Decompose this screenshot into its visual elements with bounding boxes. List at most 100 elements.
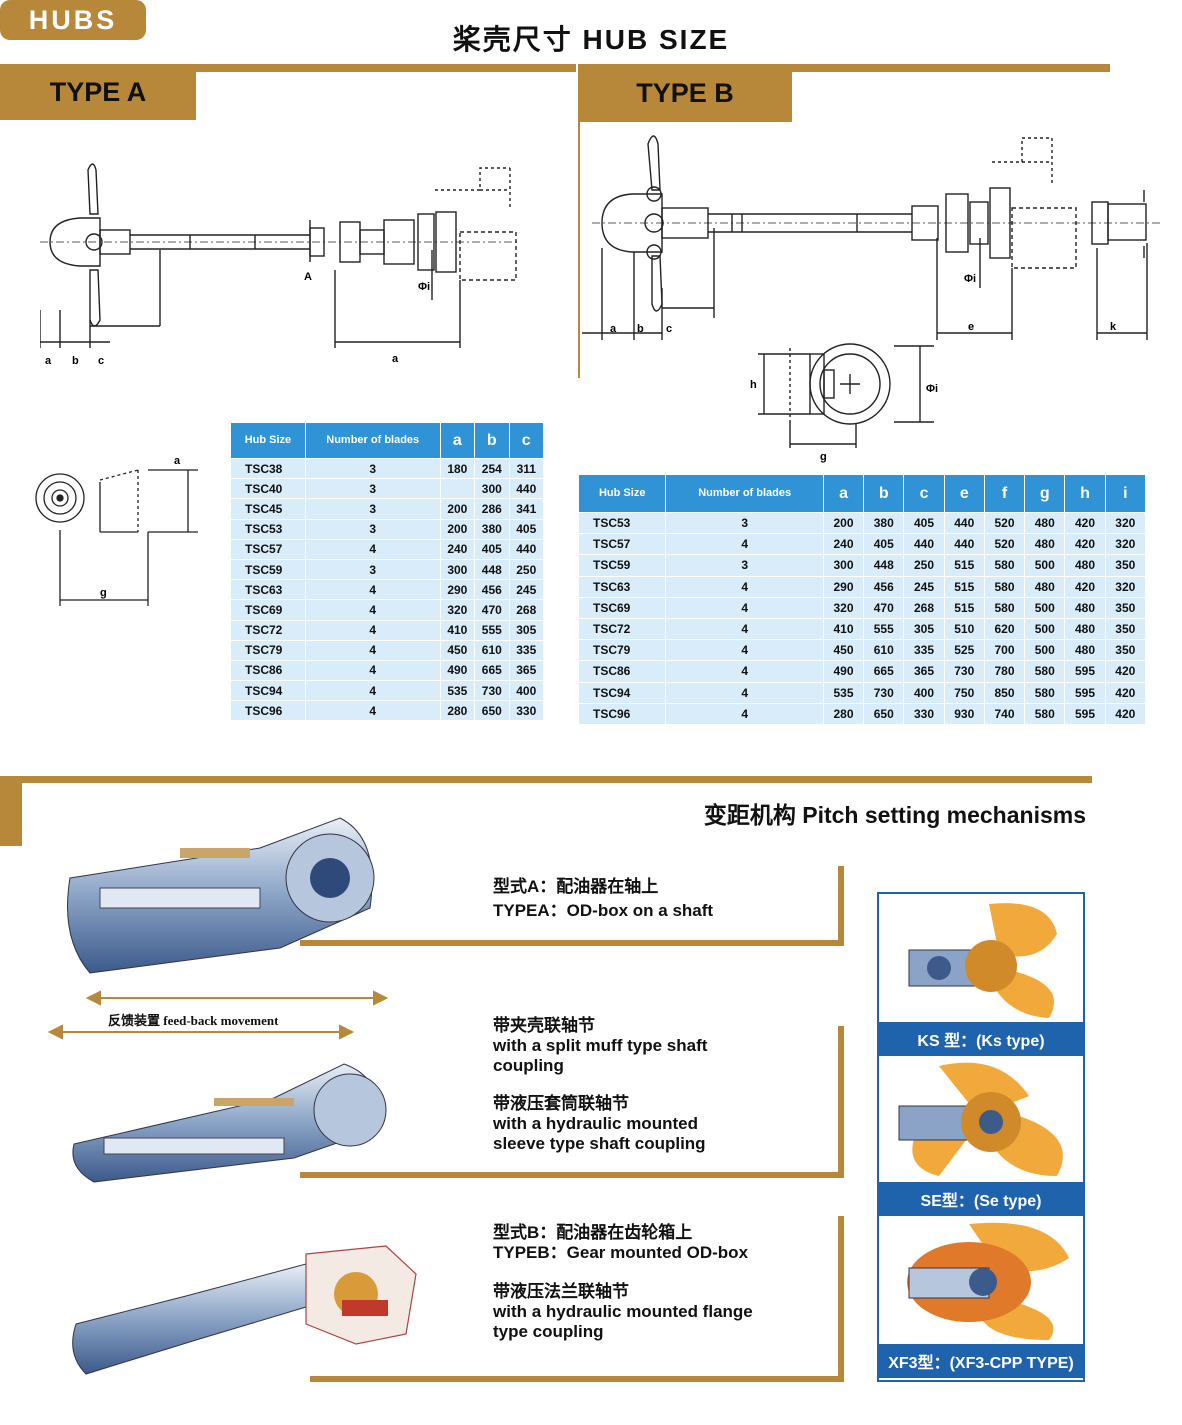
table-cell: 730 <box>943 660 985 683</box>
table-cell: 420 <box>1104 660 1147 683</box>
table-cell: TSC69 <box>577 596 667 619</box>
table-cell: 4 <box>665 575 824 598</box>
type-a-dim-phi: Φi <box>418 281 430 293</box>
type_a-header-0: Hub Size <box>230 422 306 459</box>
feedback-label: 反馈装置 feed-back movement <box>108 1013 279 1028</box>
table-cell: 290 <box>439 579 476 601</box>
type_a-header-1: Number of blades <box>304 422 441 459</box>
table-cell: 420 <box>1064 575 1106 598</box>
table-cell: 440 <box>508 538 545 560</box>
table-cell: TSC86 <box>577 660 667 683</box>
table-cell: 405 <box>508 518 545 540</box>
table-cell: 350 <box>1104 639 1147 662</box>
type_b-header-5: e <box>943 474 985 513</box>
table-cell: 335 <box>903 639 945 662</box>
type_b-header-0: Hub Size <box>577 474 667 513</box>
se-hub-label-text: SE型：(Se type) <box>920 1193 1042 1210</box>
type-b-section-dim-h: h <box>750 379 757 391</box>
table-cell: 595 <box>1064 660 1106 683</box>
table-cell: 410 <box>439 619 476 641</box>
table-cell: TSC63 <box>230 579 306 601</box>
table-cell: TSC45 <box>230 498 306 520</box>
ks-hub-label-text: KS 型：(Ks type) <box>917 1033 1045 1050</box>
table-cell: 500 <box>1024 639 1066 662</box>
table-cell: 515 <box>943 575 985 598</box>
pitch-rule <box>0 776 1092 783</box>
table-cell: 610 <box>863 639 905 662</box>
table-cell: 245 <box>903 575 945 598</box>
type-b-dim-c: c <box>666 323 672 335</box>
table-cell: TSC86 <box>230 659 306 682</box>
table-cell: TSC57 <box>577 533 667 556</box>
hubs-badge: HUBS <box>0 0 146 40</box>
type-a-shaft-diagram: a b c a A Φi <box>40 163 520 367</box>
table-cell: 470 <box>474 599 510 621</box>
table-cell: 200 <box>822 511 865 535</box>
coupling-3-cn: 带液压法兰联轴节 <box>493 1282 629 1301</box>
table-cell: 515 <box>943 596 985 619</box>
table-cell: 245 <box>508 579 545 601</box>
type_a-header-4: c <box>508 422 545 459</box>
xf3-hub-label: XF3型：(XF3-CPP TYPE) <box>879 1344 1083 1378</box>
table-cell: 405 <box>903 511 945 535</box>
table-cell: 405 <box>474 538 510 560</box>
mech-b-en: TYPEB：Gear mounted OD-box <box>493 1243 749 1262</box>
table-cell: 535 <box>439 680 476 702</box>
mech-a-bracket <box>300 866 844 946</box>
coupling-illustration <box>72 1063 387 1183</box>
table-cell: 595 <box>1064 681 1106 704</box>
type-a-dim-c: c <box>98 355 104 367</box>
table-cell: 490 <box>822 660 865 683</box>
coupling-2-text: 带液压套筒联轴节 with a hydraulic mounted sleeve… <box>493 1094 706 1154</box>
table-cell: 470 <box>863 596 905 619</box>
coupling-3-en-2: type coupling <box>493 1322 604 1341</box>
top-rule-right <box>578 64 1110 72</box>
table-cell: 335 <box>508 639 545 661</box>
coupling-2-en-1: with a hydraulic mounted <box>493 1114 698 1133</box>
table-cell: 4 <box>304 659 441 682</box>
table-cell: 320 <box>1104 511 1147 535</box>
coupling-1-cn: 带夹壳联轴节 <box>493 1016 595 1035</box>
table-cell: TSC94 <box>577 681 667 704</box>
type-a-dim-e: a <box>392 353 399 365</box>
table-cell: 300 <box>439 558 476 581</box>
type-b-divider <box>578 120 580 378</box>
type-b-section-diagram: h Φi g <box>750 343 938 463</box>
table-cell: 320 <box>1104 575 1147 598</box>
table-cell: TSC96 <box>577 702 667 725</box>
table-cell: 3 <box>304 558 441 581</box>
table-cell: 535 <box>822 681 865 704</box>
type-b-shaft-diagram: a b c e k Φi <box>582 135 1162 340</box>
table-cell: 580 <box>1024 702 1066 725</box>
coupling-3-text: 带液压法兰联轴节 with a hydraulic mounted flange… <box>493 1282 753 1342</box>
table-cell: 3 <box>304 518 441 540</box>
type_b-header-8: h <box>1064 474 1106 513</box>
table-cell: 620 <box>983 617 1026 641</box>
table-cell <box>439 478 476 500</box>
type-a-section-diagram: a g <box>35 455 198 606</box>
type_b-header-9: i <box>1104 474 1147 513</box>
table-cell: 330 <box>903 702 945 725</box>
table-cell: 320 <box>1104 533 1147 556</box>
ks-hub-image <box>879 894 1083 1022</box>
table-cell: 515 <box>943 554 985 577</box>
type-a-od-box-illustration <box>67 817 375 974</box>
table-cell: 450 <box>822 639 865 662</box>
table-cell: 665 <box>474 659 510 682</box>
table-cell: 286 <box>474 498 510 520</box>
table-cell: 3 <box>665 511 824 535</box>
table-cell: 610 <box>474 639 510 661</box>
table-cell: 300 <box>474 478 510 500</box>
